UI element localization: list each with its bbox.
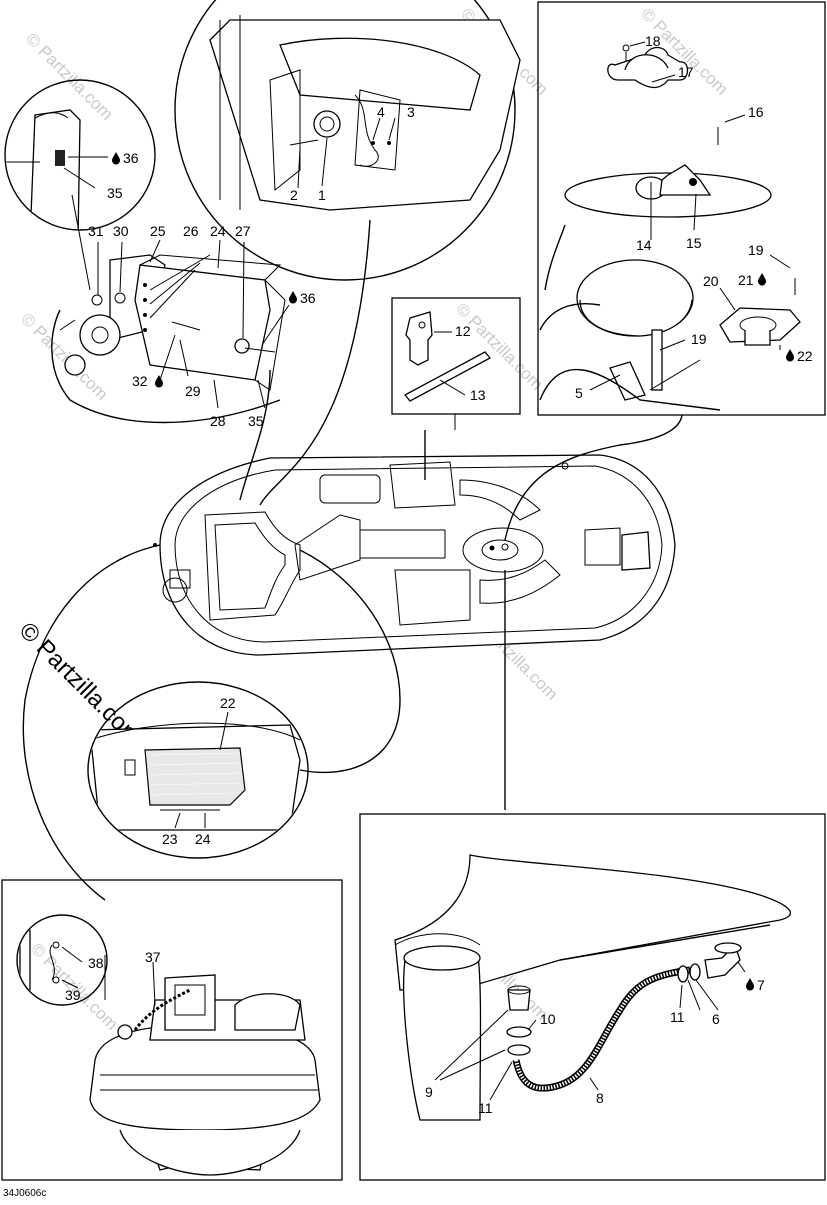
callout-32: 30	[113, 223, 129, 239]
detail-tool-kit	[391, 297, 521, 430]
callout-33: 31	[88, 223, 104, 239]
callout-34: 32	[132, 373, 148, 389]
callout-22-top: 21	[738, 272, 754, 288]
detail-storage-tray	[51, 194, 290, 424]
callout-13: 13	[470, 387, 486, 403]
callout-8: 8	[596, 1090, 604, 1106]
callout-16: 16	[748, 104, 764, 120]
detail-rear-view	[1, 879, 343, 1181]
callout-12: 12	[455, 323, 471, 339]
lubricant-drop-icon	[155, 375, 163, 388]
callout-25: 24	[195, 831, 211, 847]
callout-37: 37	[145, 949, 161, 965]
callout-11-right: 11	[670, 1009, 685, 1025]
callout-10: 10	[540, 1011, 556, 1027]
callout-6: 6	[712, 1011, 720, 1027]
leader-lines	[22, 219, 683, 901]
callout-18: 18	[645, 33, 661, 49]
callout-30: 28	[210, 413, 226, 429]
callout-21: 19	[748, 242, 764, 258]
detail-table-assembly	[537, 1, 826, 416]
callout-24: 23	[162, 831, 178, 847]
callout-27: 25	[150, 223, 166, 239]
callout-11-left: 11	[478, 1100, 493, 1116]
lubricant-drop-icon	[289, 291, 297, 304]
callout-35-top: 35	[107, 185, 123, 201]
callout-5: 5	[575, 385, 583, 401]
callout-36-tray: 36	[300, 290, 316, 306]
lubricant-drop-icon	[112, 152, 120, 165]
callout-4: 4	[377, 104, 385, 120]
lubricant-drop-icon	[786, 349, 794, 362]
detail-drain-hose	[359, 813, 826, 1181]
callout-31: 29	[185, 383, 201, 399]
callout-19: 19	[691, 331, 707, 347]
callout-1: 1	[318, 187, 326, 203]
callout-7: 7	[757, 977, 765, 993]
callout-36-top: 36	[123, 150, 139, 166]
detail-circle-net	[87, 681, 309, 859]
hull-top-view	[153, 454, 676, 656]
callout-14: 14	[636, 237, 652, 253]
callout-22-bottom: 22	[797, 348, 813, 364]
callout-23: 22	[220, 695, 236, 711]
callout-28: 26	[183, 223, 199, 239]
callout-35-tray: 35	[248, 413, 264, 429]
callout-3: 3	[407, 104, 415, 120]
callout-38: 38	[88, 955, 104, 971]
callout-9: 9	[425, 1084, 433, 1100]
callout-29: 27	[235, 223, 251, 239]
diagram-code: 34J0606c	[3, 1188, 46, 1199]
callout-15: 15	[686, 235, 702, 251]
callout-20: 20	[703, 273, 719, 289]
detail-circle-vent	[174, 0, 521, 281]
watermark: © Partzilla.com	[452, 299, 546, 393]
callout-2: 2	[290, 187, 298, 203]
callout-labels: 2 1 4 3 36 35 31 30 25 26 24 27 36 32 29…	[3, 33, 813, 1199]
callout-26: 24	[210, 223, 226, 239]
lubricant-drop-icon	[758, 273, 766, 286]
callout-17: 17	[678, 64, 694, 80]
callout-39: 39	[65, 987, 81, 1003]
lubricant-drop-icon	[746, 978, 754, 991]
